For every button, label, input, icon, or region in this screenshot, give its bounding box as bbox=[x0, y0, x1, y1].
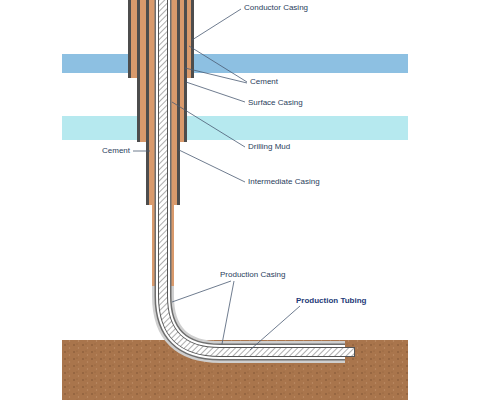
callout-label: Surface Casing bbox=[248, 98, 303, 108]
callout-label: Intermediate Casing bbox=[248, 177, 320, 187]
rock-layer bbox=[62, 116, 408, 140]
callout-label: Cement bbox=[250, 77, 278, 87]
callout-label: Drilling Mud bbox=[248, 142, 290, 152]
rock-layer bbox=[62, 54, 408, 73]
callout-label: Production Tubing bbox=[296, 296, 367, 306]
callout-label: Production Casing bbox=[220, 270, 285, 280]
callout-label: Conductor Casing bbox=[244, 3, 308, 13]
callout-label: Cement bbox=[102, 146, 130, 156]
